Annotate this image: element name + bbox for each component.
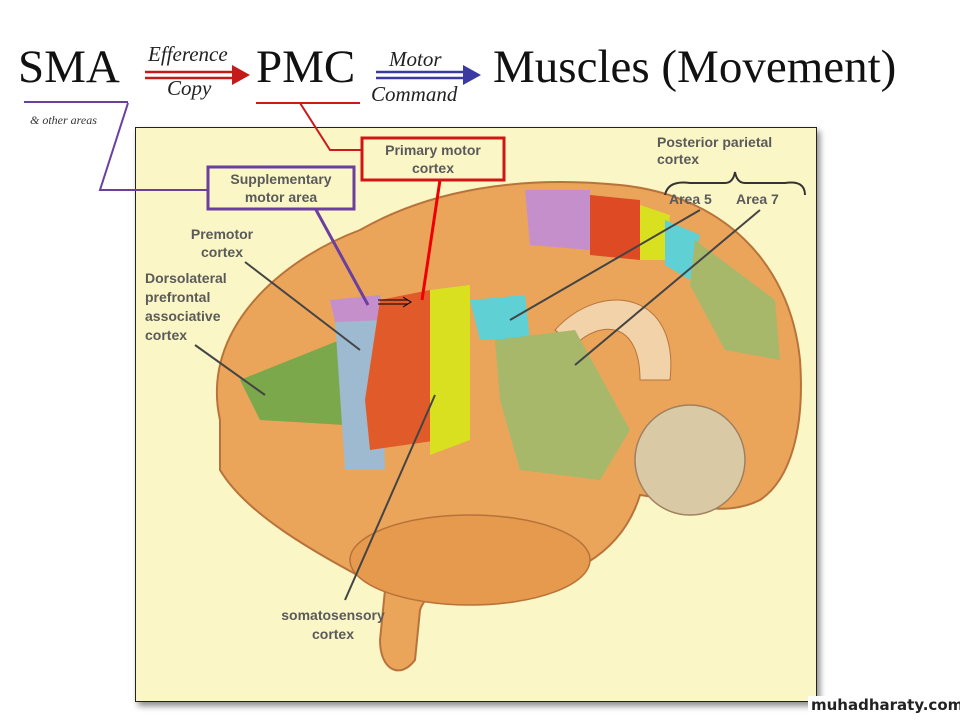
dlpfc-label-3: associative [145, 308, 221, 324]
dlpfc-label-4: cortex [145, 327, 187, 343]
area5-label: Area 5 [669, 191, 712, 207]
command-label: Command [371, 82, 458, 106]
label-pointers [194, 209, 761, 601]
somatosensory-label-2: cortex [312, 626, 354, 642]
sma-pointer [313, 207, 370, 306]
motor-command-arrow [376, 65, 481, 85]
primary-motor-label-2: cortex [412, 160, 454, 176]
area7-label: Area 7 [736, 191, 779, 207]
dlpfc-label: Dorsolateral [145, 270, 227, 286]
small-arrow-icon [378, 296, 412, 308]
premotor-label-2: cortex [201, 244, 243, 260]
somatosensory-label: somatosensory [281, 607, 385, 623]
primary-motor-pointer [420, 179, 442, 301]
sma-underline [24, 101, 128, 103]
motor-label: Motor [389, 47, 442, 71]
copy-label: Copy [167, 76, 212, 100]
brain-illustration [215, 181, 802, 672]
pmc-title: PMC [256, 41, 356, 93]
premotor-label: Premotor [191, 226, 254, 242]
primary-motor-label: Primary motor [385, 142, 481, 158]
sma-label-2: motor area [245, 189, 318, 205]
sma-box [206, 165, 356, 211]
sma-title: SMA [18, 41, 120, 93]
efference-arrow [145, 65, 250, 85]
muscles-title: Muscles (Movement) [493, 41, 897, 93]
sma-label: Supplementary [230, 171, 331, 187]
watermark: muhadharaty.com [808, 696, 960, 714]
sma-note: & other areas [30, 113, 97, 127]
dlpfc-label-2: prefrontal [145, 289, 210, 305]
ppc-label-2: cortex [657, 151, 699, 167]
ppc-label: Posterior parietal [657, 134, 772, 150]
efference-label: Efference [148, 42, 228, 66]
pmc-leader-line [299, 102, 362, 151]
primary-motor-box [360, 136, 506, 182]
sma-leader-line [98, 102, 210, 191]
ppc-brace [664, 171, 806, 196]
pmc-underline [256, 102, 360, 104]
